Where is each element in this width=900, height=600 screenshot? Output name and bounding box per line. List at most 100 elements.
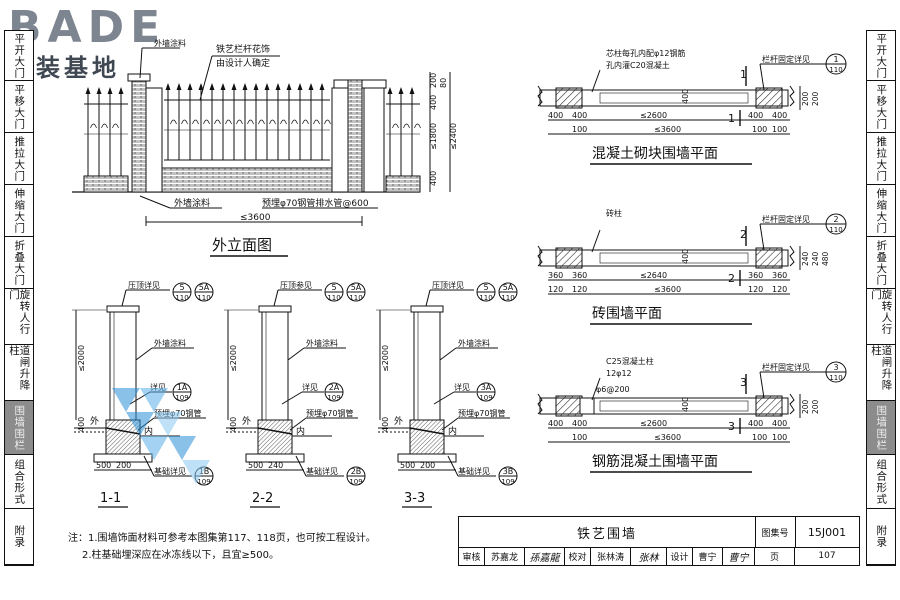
railing-spear bbox=[209, 83, 215, 90]
plan-side-dim: 240 bbox=[811, 251, 820, 266]
railing-scroll bbox=[112, 123, 119, 129]
plan-break-right bbox=[789, 85, 795, 107]
railing-scroll bbox=[403, 123, 410, 129]
section-cap-ref-b-top: 5A bbox=[351, 283, 362, 292]
plan-railing-ref-arrow bbox=[759, 223, 765, 251]
right-tab-1[interactable]: 平移大门 bbox=[867, 81, 895, 133]
left-tab-6[interactable]: 道闸升降柱 bbox=[5, 345, 33, 401]
right-tab-9[interactable]: 附录 bbox=[867, 509, 895, 565]
section-dim-400: 400 bbox=[381, 417, 390, 432]
left-tab-1[interactable]: 平移大门 bbox=[5, 81, 33, 133]
left-tab-5[interactable]: 旋转人行门 bbox=[5, 289, 33, 345]
elevation-note-arrow bbox=[199, 55, 213, 101]
right-tab-8[interactable]: 组合形式 bbox=[867, 455, 895, 509]
left-tab-8[interactable]: 组合形式 bbox=[5, 455, 33, 509]
elevation-dim-1800: ≤1800 bbox=[429, 123, 438, 150]
railing-spear bbox=[118, 87, 124, 94]
right-tab-4[interactable]: 折叠大门 bbox=[867, 237, 895, 289]
review-label: 审核 bbox=[459, 547, 485, 565]
right-tab-3[interactable]: 伸缩大门 bbox=[867, 185, 895, 237]
plan-side-dim: 480 bbox=[821, 251, 830, 266]
section-pier-ref-bottom: 109 bbox=[479, 394, 492, 402]
section-height-label: ≤2000 bbox=[229, 345, 238, 372]
left-tab-7[interactable]: 围墙围栏 bbox=[5, 401, 33, 455]
section-pipe bbox=[257, 427, 293, 435]
section-pipe bbox=[409, 427, 445, 435]
railing-spear bbox=[176, 83, 182, 90]
plan-top-dim: 400 bbox=[772, 111, 787, 120]
plan-side-dim: 200 bbox=[811, 399, 820, 414]
drawing-title: 铁艺围墙 bbox=[459, 517, 756, 547]
right-tab-label: 折叠大门 bbox=[875, 239, 888, 286]
plan-section-mark-bottom: 2 bbox=[728, 272, 735, 285]
elevation-pier-cap-left bbox=[127, 73, 151, 82]
right-tab-6[interactable]: 道闸升降柱 bbox=[867, 345, 895, 401]
left-tab-4[interactable]: 折叠大门 bbox=[5, 237, 33, 289]
section-inside-label: 内 bbox=[448, 425, 457, 437]
section-pier-ref-bottom: 109 bbox=[175, 394, 188, 402]
elevation-left-railing bbox=[83, 87, 129, 193]
section-inside-label: 内 bbox=[296, 425, 305, 437]
railing-scroll bbox=[181, 119, 188, 125]
section-cap-arrow bbox=[273, 289, 279, 307]
right-tab-bar: 平开大门平移大门推拉大门伸缩大门折叠大门旋转人行门道闸升降柱围墙围栏组合形式附录 bbox=[866, 30, 896, 566]
left-tab-label: 围墙围栏 bbox=[13, 404, 26, 451]
design-label: 设计 bbox=[667, 547, 693, 565]
section-paint-arrow bbox=[439, 347, 457, 361]
plan-top-dim: 360 bbox=[572, 271, 587, 280]
railing-spear bbox=[85, 87, 91, 94]
right-tab-7[interactable]: 围墙围栏 bbox=[867, 401, 895, 455]
plan-bottom-dim: ≤3600 bbox=[654, 433, 681, 442]
right-tab-0[interactable]: 平开大门 bbox=[867, 31, 895, 81]
plan-mid-dim: 400 bbox=[681, 397, 690, 412]
right-tab-2[interactable]: 推拉大门 bbox=[867, 133, 895, 185]
plan-top-dim: 400 bbox=[748, 111, 763, 120]
elevation-column-cap bbox=[333, 79, 349, 89]
section-base-label: 基础详见 bbox=[154, 466, 186, 476]
plan-railing-ref-top: 2 bbox=[833, 215, 838, 224]
plan-note-1: C25混凝土柱 bbox=[606, 356, 654, 366]
section-pier-ref-top: 1A bbox=[177, 383, 188, 392]
plan-note-arrow bbox=[591, 377, 601, 401]
railing-scroll bbox=[90, 123, 97, 129]
section-base-ref-bottom: 109 bbox=[501, 478, 514, 486]
railing-scroll bbox=[258, 119, 265, 125]
left-tab-0[interactable]: 平开大门 bbox=[5, 31, 33, 81]
railing-spear bbox=[398, 87, 404, 94]
railing-spear bbox=[387, 87, 393, 94]
plan-bottom-dim: 100 bbox=[572, 433, 587, 442]
elevation-right-plinth bbox=[385, 175, 421, 193]
section-base-ref-top: 3B bbox=[503, 467, 514, 476]
plan-note-arrow bbox=[591, 69, 601, 93]
section-label: 3-3 bbox=[404, 491, 425, 506]
plan-railing-ref-top: 1 bbox=[833, 55, 838, 64]
section-base-arrow bbox=[447, 455, 459, 477]
railing-spear bbox=[96, 87, 102, 94]
section-paint-arrow bbox=[287, 347, 305, 361]
railing-scroll bbox=[313, 119, 320, 125]
watermark-tri-4 bbox=[154, 412, 182, 436]
plan-column-left bbox=[555, 395, 583, 417]
left-tab-2[interactable]: 推拉大门 bbox=[5, 133, 33, 185]
plan-railing-ref-bottom: 110 bbox=[829, 226, 842, 234]
plan-bottom-dim: 100 bbox=[572, 125, 587, 134]
plan-top-dim: ≤2600 bbox=[640, 419, 667, 428]
plan-column-left bbox=[555, 87, 583, 109]
elevation-dim-width: ≤3600 bbox=[240, 213, 271, 223]
plan-note-1: 砖柱 bbox=[606, 208, 622, 218]
railing-spear bbox=[409, 87, 415, 94]
note-line-2: 2.柱基础埋深应在冰冻线以下，且宜≥500。 bbox=[82, 550, 280, 561]
left-tab-3[interactable]: 伸缩大门 bbox=[5, 185, 33, 237]
right-tab-label: 组合形式 bbox=[875, 458, 888, 505]
section-pipe-arrow bbox=[289, 417, 307, 431]
left-tab-9[interactable]: 附录 bbox=[5, 509, 33, 565]
elevation-note-railing: 铁艺栏杆花饰 bbox=[216, 43, 270, 55]
elevation-right-railing bbox=[385, 87, 421, 193]
section-base-ref-top: 1B bbox=[199, 467, 210, 476]
plan-railing-ref-label: 栏杆固定详见 bbox=[762, 362, 810, 372]
section-base-arrow bbox=[143, 455, 155, 477]
right-tab-5[interactable]: 旋转人行门 bbox=[867, 289, 895, 345]
section-dim-bottom-2: 200 bbox=[420, 461, 435, 470]
